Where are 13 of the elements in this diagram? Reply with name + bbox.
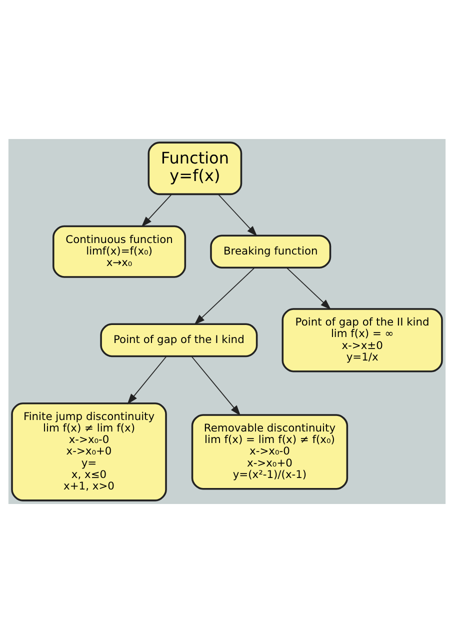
node-box: Breaking function [210, 234, 332, 269]
arrow [191, 356, 241, 416]
node-box: Removable discontinuity lim f(x) = lim f(x) ≠ f(x₀) x->x₀-0 x->x₀+0 y=(x²-1)/(x-1) [191, 414, 348, 490]
node-box: Point of gap of the I kind [100, 323, 258, 358]
arrow [127, 356, 167, 404]
arrow [286, 268, 332, 310]
arrow [194, 268, 255, 325]
node-box: Point of gap of the II kind lim f(x) = ∞ x->x±0 y=1/x [282, 308, 443, 372]
node-box: Function y=f(x) [148, 142, 242, 196]
node-box: Continuous function limf(x)=f(x₀) x→x₀ [52, 225, 186, 278]
arrow [141, 194, 172, 227]
node-box: Finite jump discontinuity lim f(x) ≠ lim f(x) x->x₀-0 x->x₀+0 y= x, x≤0 x+1, x>0 [11, 402, 167, 502]
arrow [218, 194, 258, 236]
